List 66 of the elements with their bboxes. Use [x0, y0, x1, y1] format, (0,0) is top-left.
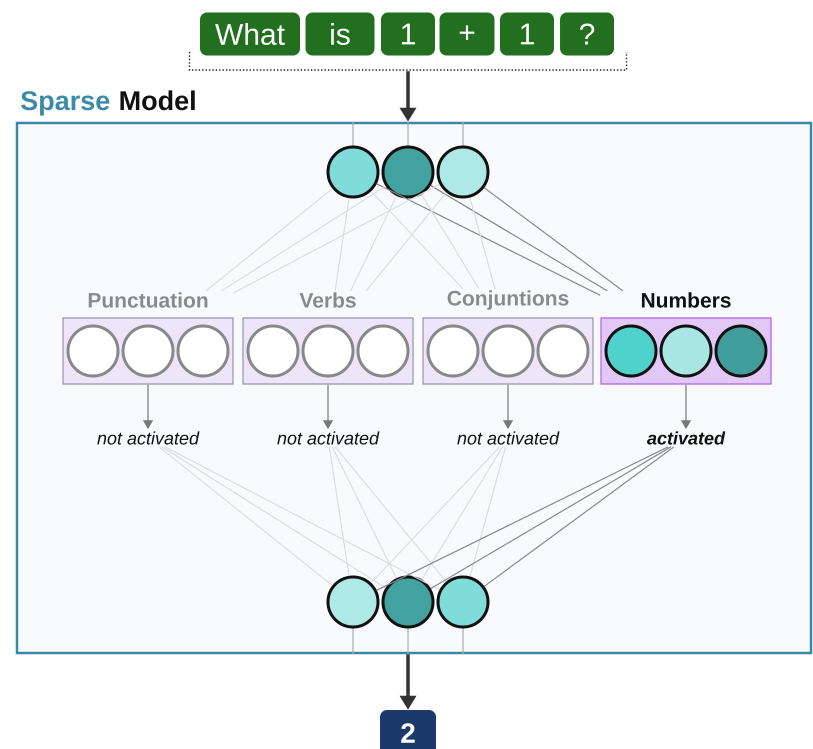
connector-line: [328, 446, 350, 576]
connector-line: [462, 628, 464, 654]
connector-line: [462, 122, 464, 146]
neuron-circle: [302, 324, 354, 378]
token-box: is: [306, 12, 374, 56]
node-label: Punctuation: [88, 292, 208, 308]
connector-line: [162, 446, 386, 588]
connector-line: [430, 185, 608, 292]
neuron-circle: [436, 146, 490, 198]
connector-line: [407, 628, 409, 654]
connector-line: [332, 446, 397, 578]
neuron-circle: [66, 324, 120, 378]
connector-line: [334, 198, 350, 291]
status-label: activated: [647, 431, 726, 445]
neuron-circle: [326, 576, 380, 628]
connector-line: [334, 446, 447, 582]
title-text: Model: [120, 90, 195, 110]
connector-line: [370, 190, 464, 290]
bracket: [188, 52, 628, 71]
connector-line: [366, 192, 447, 292]
neuron-circle: [604, 324, 658, 378]
connector-line: [469, 446, 506, 577]
neuron-circle: [426, 324, 480, 378]
connector-line: [350, 196, 398, 292]
connector-line: [407, 122, 409, 146]
neuron-circle: [382, 576, 434, 628]
token-box: 1: [500, 12, 554, 56]
token-box: +: [440, 12, 494, 56]
neuron-circle: [122, 324, 174, 378]
title-text: Sparse: [20, 91, 110, 116]
connector-line: [206, 188, 333, 292]
status-label: not activated: [97, 431, 200, 445]
node-label: Conjuntions: [448, 290, 568, 310]
token-box: 1: [381, 12, 435, 56]
connector-line: [421, 194, 480, 290]
connector-line: [484, 187, 624, 292]
connector-line: [376, 183, 600, 296]
connector-line: [352, 628, 354, 654]
neuron-circle: [326, 146, 380, 198]
connector-line: [158, 446, 333, 586]
connector-line: [484, 446, 674, 587]
neuron-circle: [382, 146, 434, 198]
output-box: 2: [380, 710, 436, 749]
connector-line: [421, 446, 504, 580]
connector-line: [164, 446, 440, 590]
node-label: Numbers: [642, 292, 731, 308]
connector-line: [430, 446, 672, 590]
neuron-circle: [482, 324, 534, 378]
neuron-circle: [176, 324, 230, 378]
neuron-circle: [536, 324, 590, 378]
status-label: not activated: [457, 431, 560, 445]
node-label: Verbs: [300, 292, 356, 308]
neuron-circle: [436, 576, 490, 628]
connector-line: [221, 186, 386, 292]
neuron-circle: [246, 324, 300, 378]
token-box: ?: [560, 12, 614, 56]
neuron-circle: [714, 324, 768, 378]
status-label: not activated: [277, 431, 380, 445]
connector-line: [234, 184, 440, 294]
connector-line: [352, 122, 354, 146]
neuron-circle: [660, 324, 712, 378]
neuron-circle: [356, 324, 410, 378]
connector-line: [469, 197, 496, 289]
connector-line: [370, 446, 500, 584]
connector-line: [376, 446, 668, 591]
token-box: What: [200, 12, 300, 56]
